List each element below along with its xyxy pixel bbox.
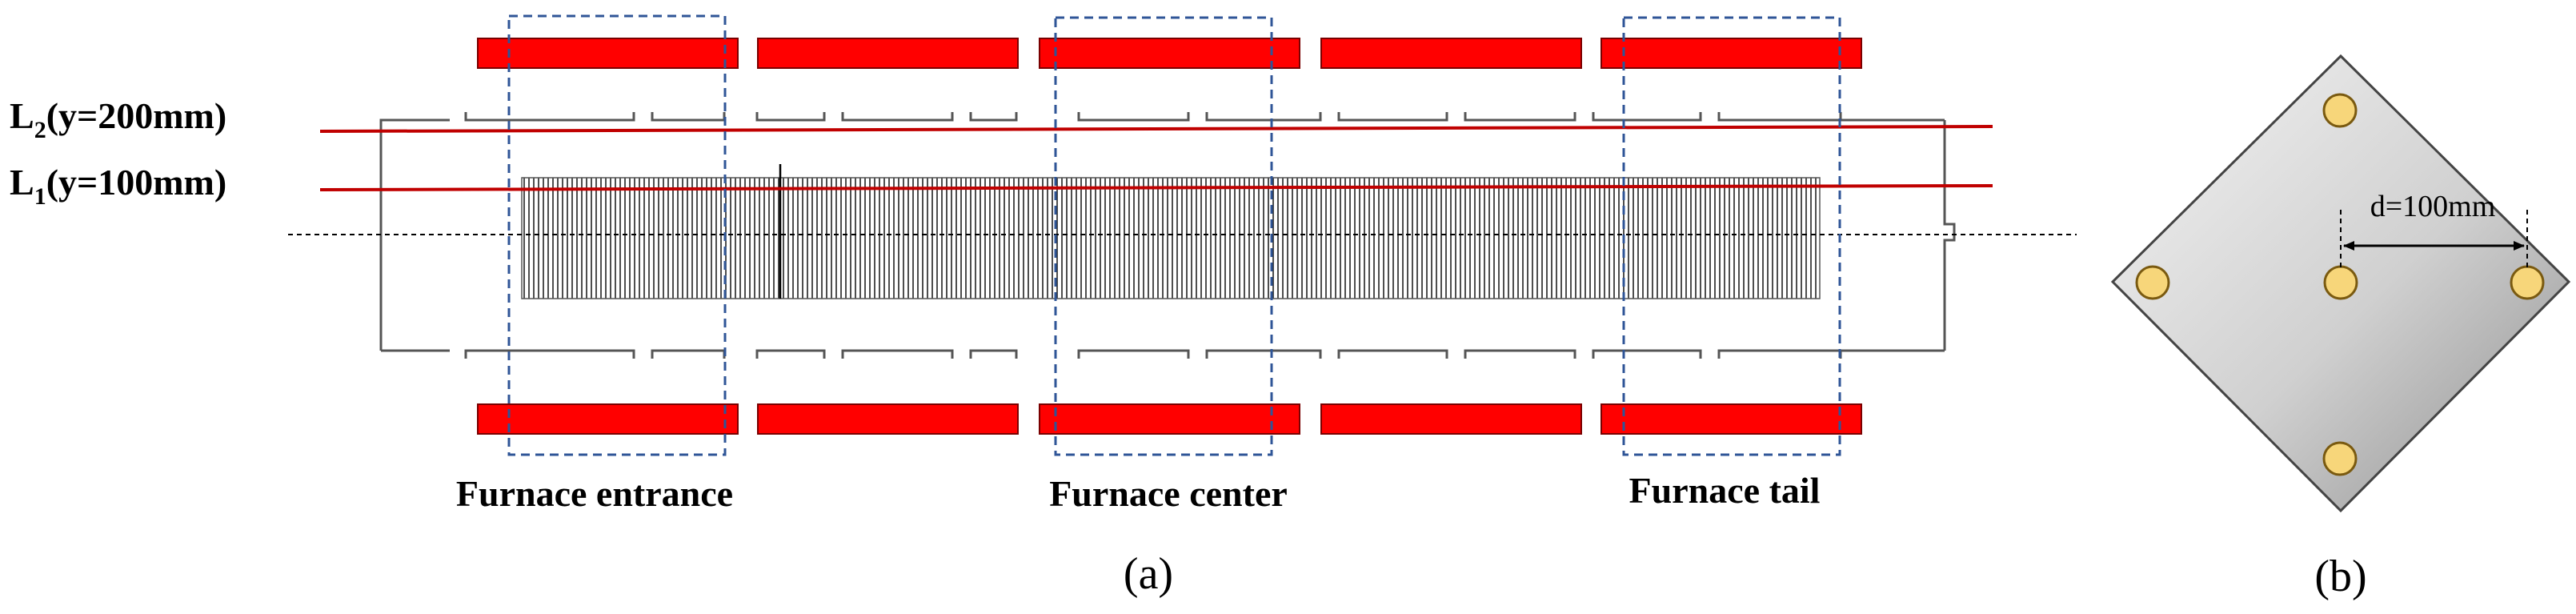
pipe-bundle-frame xyxy=(521,177,1821,299)
panel-b: d=100mm (b) xyxy=(2110,54,2571,601)
label-l1: L1(y=100mm) xyxy=(10,162,226,210)
zone-label-entrance: Furnace entrance xyxy=(456,473,733,514)
heater-top-2 xyxy=(757,38,1019,69)
heater-bottom-2 xyxy=(757,403,1019,435)
zone-box-tail xyxy=(1622,16,1841,456)
bolt-center xyxy=(2323,265,2358,300)
zone-label-tail: Furnace tail xyxy=(1629,470,1821,511)
heater-top-3 xyxy=(1039,38,1300,69)
zone-box-center xyxy=(1054,16,1273,456)
zone-box-entrance xyxy=(507,14,727,456)
caption-a: (a) xyxy=(1124,549,1173,599)
zone-label-center: Furnace center xyxy=(1049,473,1288,514)
label-l1-sub: 1 xyxy=(34,183,46,210)
heater-bottom-1 xyxy=(477,403,739,435)
measure-line-l1 xyxy=(319,184,1993,191)
heater-bottom-4 xyxy=(1320,403,1582,435)
panel-a: L2(y=200mm) L1(y=100mm) Furnace entrance… xyxy=(10,14,2077,599)
label-l1-main: L xyxy=(10,162,34,203)
wall-bottom-segments xyxy=(464,349,1842,359)
label-l2: L2(y=200mm) xyxy=(10,95,226,143)
label-l2-main: L xyxy=(10,95,34,136)
wall-left-side xyxy=(379,118,450,351)
bolt-top xyxy=(2322,93,2358,128)
bolt-bottom xyxy=(2322,441,2358,476)
heaters-bottom-row xyxy=(477,403,1862,435)
heaters-top-row xyxy=(477,38,1862,69)
heater-bottom-3 xyxy=(1039,403,1300,435)
heater-bottom-5 xyxy=(1600,403,1862,435)
heater-top-4 xyxy=(1320,38,1582,69)
label-l1-rest: (y=100mm) xyxy=(46,162,227,203)
label-l2-sub: 2 xyxy=(34,117,46,143)
wall-top-segments xyxy=(464,112,1842,122)
pipe-bundle xyxy=(521,164,1821,299)
caption-b: (b) xyxy=(2314,552,2366,601)
wall-right-side xyxy=(1943,120,1956,351)
heater-top-1 xyxy=(477,38,739,69)
pipe-lines xyxy=(523,178,1817,299)
furnace-wall-outline xyxy=(379,112,1956,359)
bolt-right xyxy=(2510,265,2545,300)
measure-line-l2 xyxy=(319,125,1993,133)
dimension-label: d=100mm xyxy=(2370,190,2496,223)
heater-top-5 xyxy=(1600,38,1862,69)
label-l2-rest: (y=200mm) xyxy=(46,95,227,136)
bolt-left xyxy=(2135,265,2170,300)
